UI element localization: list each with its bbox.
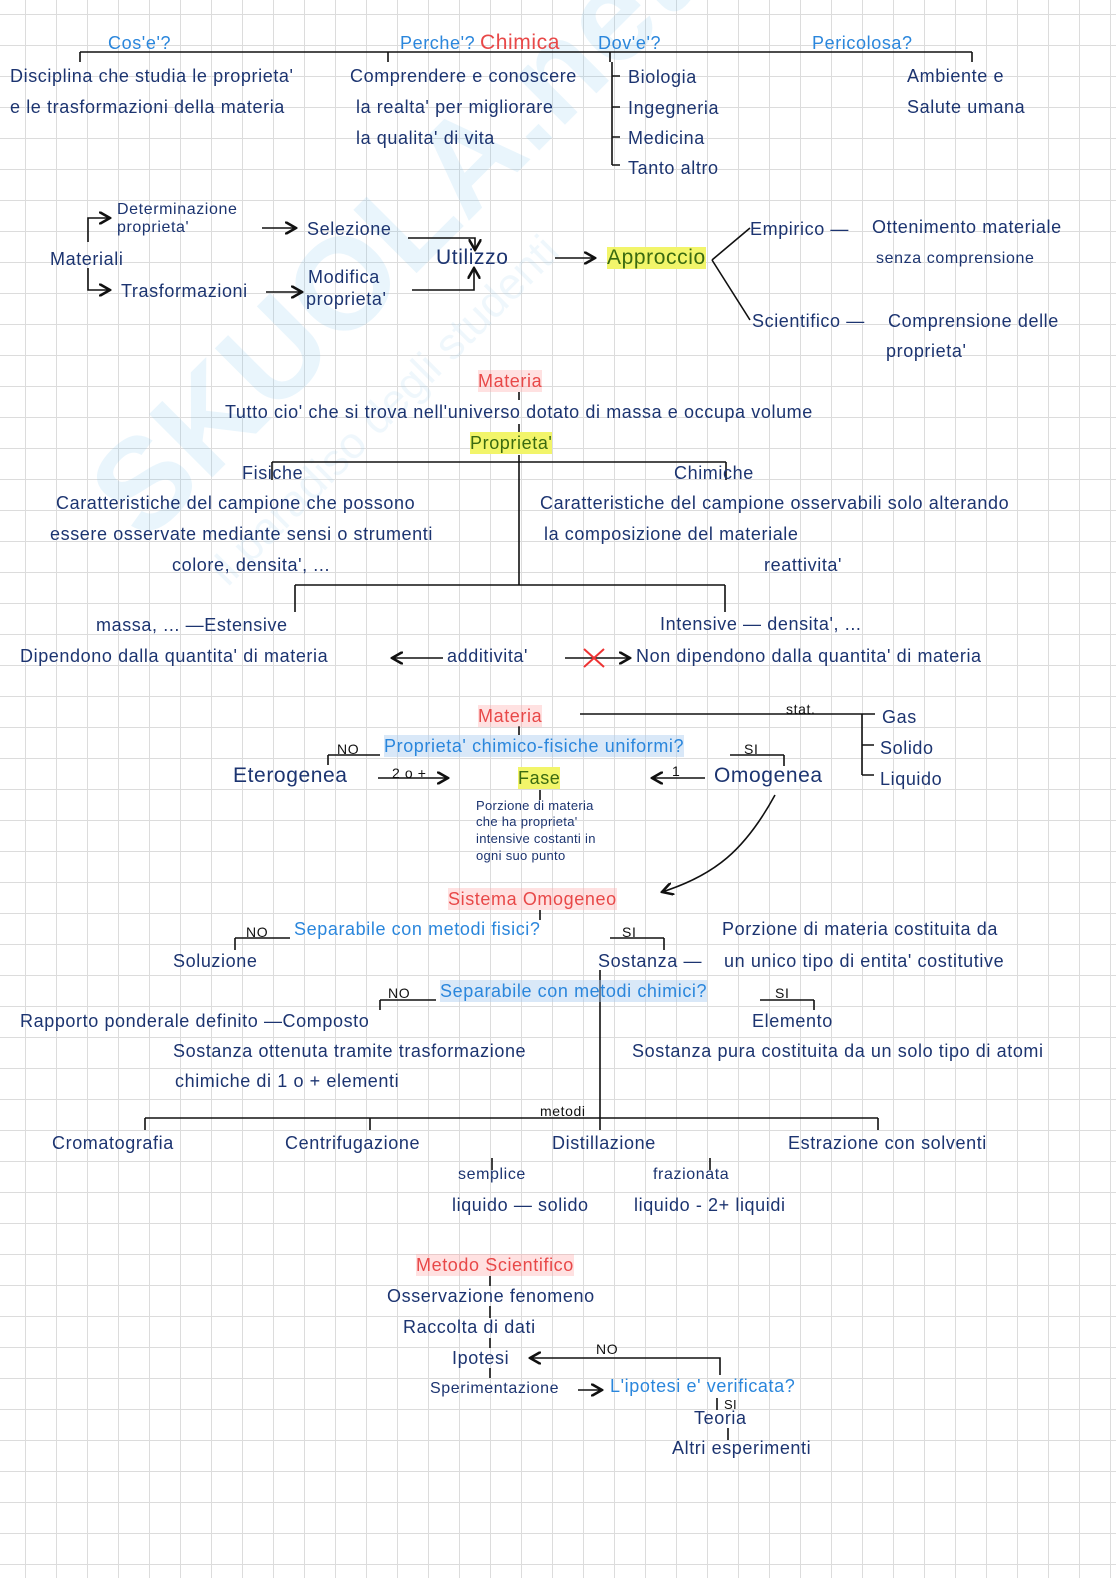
method-item: Estrazione con solventi [788,1133,987,1153]
node-scientifico: Scientifico — [752,311,865,331]
node-composto: Rapporto ponderale definito —Composto [20,1011,370,1031]
node-determinazione: proprieta' [117,219,190,236]
scientifico-desc: proprieta' [886,341,967,361]
label-metodi: metodi [540,1103,586,1119]
field-item: Ingegneria [628,98,720,118]
answer-no: NO [388,985,411,1001]
answer-si: SI [775,985,790,1001]
heading-materia-2: Materia [478,705,543,727]
field-item: Biologia [628,67,697,87]
heading-perche: Perche'? [400,33,476,53]
purpose-text: la realta' per migliorare [356,97,554,117]
node-fase: Fase [518,767,561,789]
node-modifica: Modifica [308,267,380,287]
node-altri-esperimenti: Altri esperimenti [672,1438,812,1458]
field-item: Tanto altro [628,158,719,178]
answer-si: SI [622,924,637,940]
node-omogenea: Omogenea [714,764,823,787]
step-item: Raccolta di dati [403,1317,536,1337]
elemento-desc: Sostanza pura costituita da un solo tipo… [632,1041,1044,1061]
method-item: Cromatografia [52,1133,174,1153]
sostanza-desc: Porzione di materia costituita da [722,919,998,939]
node-estensive: massa, ... —Estensive [96,615,288,635]
fase-definition: che ha proprieta' [476,814,578,829]
node-elemento: Elemento [752,1011,833,1031]
sostanza-desc: un unico tipo di entita' costitutive [724,951,1005,971]
node-chimiche: Chimiche [674,463,754,483]
danger-text: Ambiente e [907,66,1005,86]
intensive-desc: Non dipendono dalla quantita' di materia [636,646,982,666]
composto-desc: Sostanza ottenuta tramite trasformazione [173,1041,527,1061]
node-approccio: Approccio [607,246,706,269]
distillation-desc: liquido — solido [452,1195,589,1215]
heading-pericolosa: Pericolosa? [812,33,913,53]
node-intensive: Intensive — densita', ... [660,614,862,634]
answer-si: SI [724,1397,737,1412]
state-item: Gas [882,707,917,727]
state-item: Liquido [880,769,943,789]
node-proprieta: Proprieta' [470,432,553,454]
heading-cos-e: Cos'e'? [108,33,172,53]
heading-sistema-omogeneo: Sistema Omogeneo [448,888,617,910]
step-item: Ipotesi [452,1348,510,1368]
label-2-o-piu: 2 o + [392,765,427,781]
label-stat: stat. [786,701,816,717]
chimiche-desc: Caratteristiche del campione osservabili… [540,493,1010,513]
question-uniformi: Proprieta' chimico-fisiche uniformi? [384,735,685,757]
additivita-label: additivita' [447,646,529,666]
node-sostanza: Sostanza — [598,951,703,971]
heading-metodo-scientifico: Metodo Scientifico [416,1254,574,1276]
node-trasformazioni: Trasformazioni [121,281,248,301]
purpose-text: la qualita' di vita [356,128,495,148]
purpose-text: Comprendere e conoscere [350,66,577,86]
node-soluzione: Soluzione [173,951,258,971]
fisiche-examples: colore, densita', ... [172,555,331,575]
node-utilizzo: Utilizzo [436,246,509,269]
fisiche-desc: essere osservate mediante sensi o strume… [50,524,433,544]
method-item: Distillazione [552,1133,656,1153]
fase-definition: Porzione di materia [476,798,594,813]
question-metodi-chimici: Separabile con metodi chimici? [440,980,708,1002]
step-item: Osservazione fenomeno [387,1286,595,1306]
distillation-type: frazionata [653,1166,730,1183]
node-fisiche: Fisiche [242,463,304,483]
node-empirico: Empirico — [750,219,850,239]
distillation-desc: liquido - 2+ liquidi [634,1195,786,1215]
answer-no: NO [246,924,269,940]
label-1: 1 [672,763,681,779]
step-item: Sperimentazione [430,1380,560,1397]
node-teoria: Teoria [694,1408,747,1428]
estensive-desc: Dipendono dalla quantita' di materia [20,646,329,666]
heading-dove: Dov'e'? [598,33,662,53]
method-item: Centrifugazione [285,1133,421,1153]
fase-definition: intensive costanti in [476,831,596,846]
answer-no: NO [596,1341,619,1357]
chimiche-desc: la composizione del materiale [544,524,799,544]
node-selezione: Selezione [307,219,392,239]
node-determinazione: Determinazione [117,201,238,218]
empirico-desc: Ottenimento materiale [872,217,1062,237]
distillation-type: semplice [458,1166,526,1183]
node-materiali: Materiali [50,249,124,269]
chimiche-examples: reattivita' [764,555,843,575]
state-item: Solido [880,738,934,758]
question-metodi-fisici: Separabile con metodi fisici? [294,919,541,939]
materia-definition: Tutto cio' che si trova nell'universo do… [225,402,813,422]
node-modifica: proprieta' [306,289,387,309]
field-item: Medicina [628,128,705,148]
definition-text: Disciplina che studia le proprieta' [10,66,294,86]
scientifico-desc: Comprensione delle [888,311,1059,331]
answer-si: SI [744,741,759,757]
empirico-desc: senza comprensione [876,250,1035,267]
heading-materia: Materia [478,370,543,392]
fase-definition: ogni suo punto [476,848,566,863]
fisiche-desc: Caratteristiche del campione che possono [56,493,416,513]
question-verificata: L'ipotesi e' verificata? [610,1376,796,1396]
title-chimica: Chimica [480,31,561,54]
composto-desc: chimiche di 1 o + elementi [175,1071,400,1091]
definition-text: e le trasformazioni della materia [10,97,285,117]
danger-text: Salute umana [907,97,1026,117]
answer-no: NO [337,741,360,757]
node-eterogenea: Eterogenea [233,764,348,787]
